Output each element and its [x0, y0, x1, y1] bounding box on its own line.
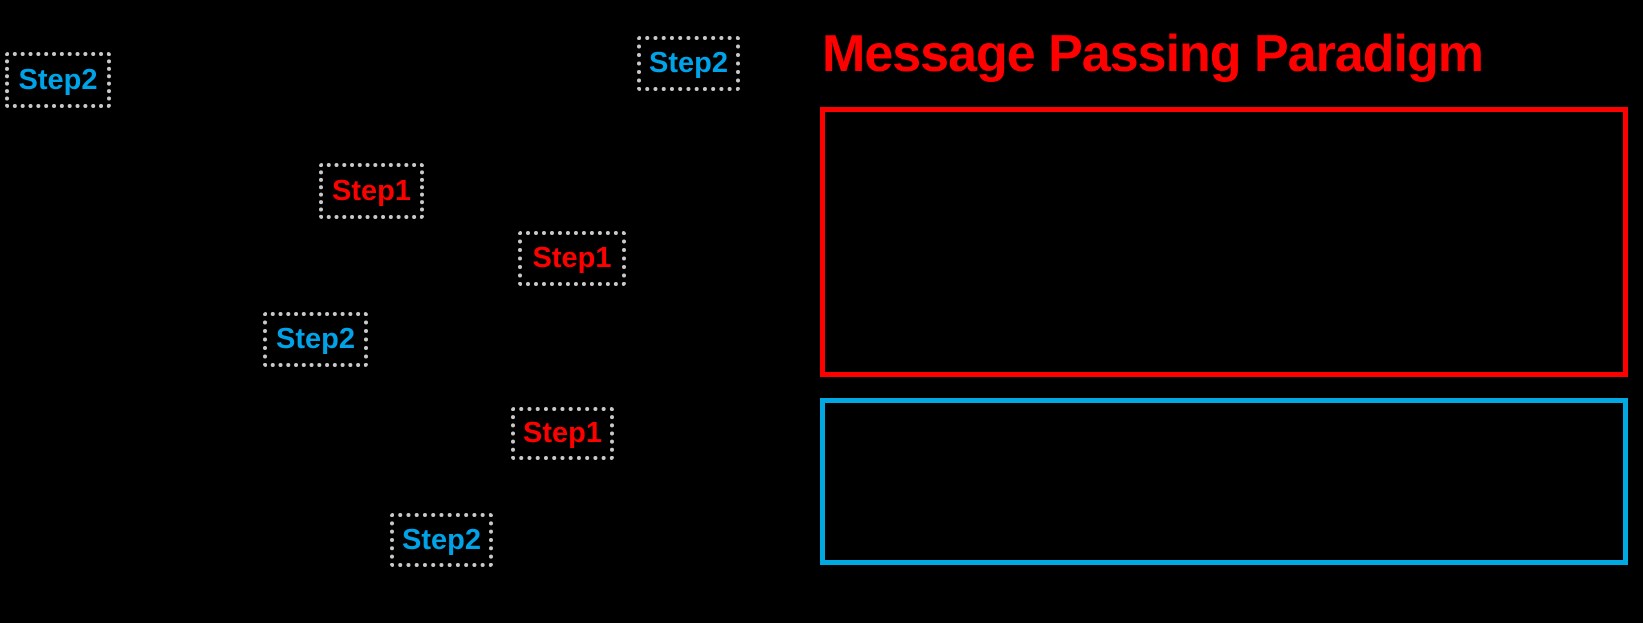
step2-label: Step2: [402, 523, 481, 556]
step1-box-middle: Step1: [518, 231, 626, 286]
step1-box-lower: Step1: [511, 407, 614, 460]
blue-outline-panel: [820, 398, 1628, 565]
step2-label: Step2: [276, 323, 355, 355]
page-title: Message Passing Paradigm: [822, 25, 1484, 83]
step2-box-bottom: Step2: [390, 513, 493, 567]
step1-box-upper: Step1: [319, 163, 424, 219]
step2-box-middle: Step2: [263, 312, 368, 367]
step2-label: Step2: [649, 47, 728, 79]
step1-label: Step1: [332, 174, 411, 207]
step2-box-top-right: Step2: [637, 36, 740, 91]
step2-label: Step2: [18, 63, 98, 96]
step1-label: Step1: [532, 242, 612, 274]
step2-box-top-left: Step2: [5, 52, 111, 108]
step1-label: Step1: [523, 417, 602, 449]
red-outline-panel: [820, 107, 1628, 377]
